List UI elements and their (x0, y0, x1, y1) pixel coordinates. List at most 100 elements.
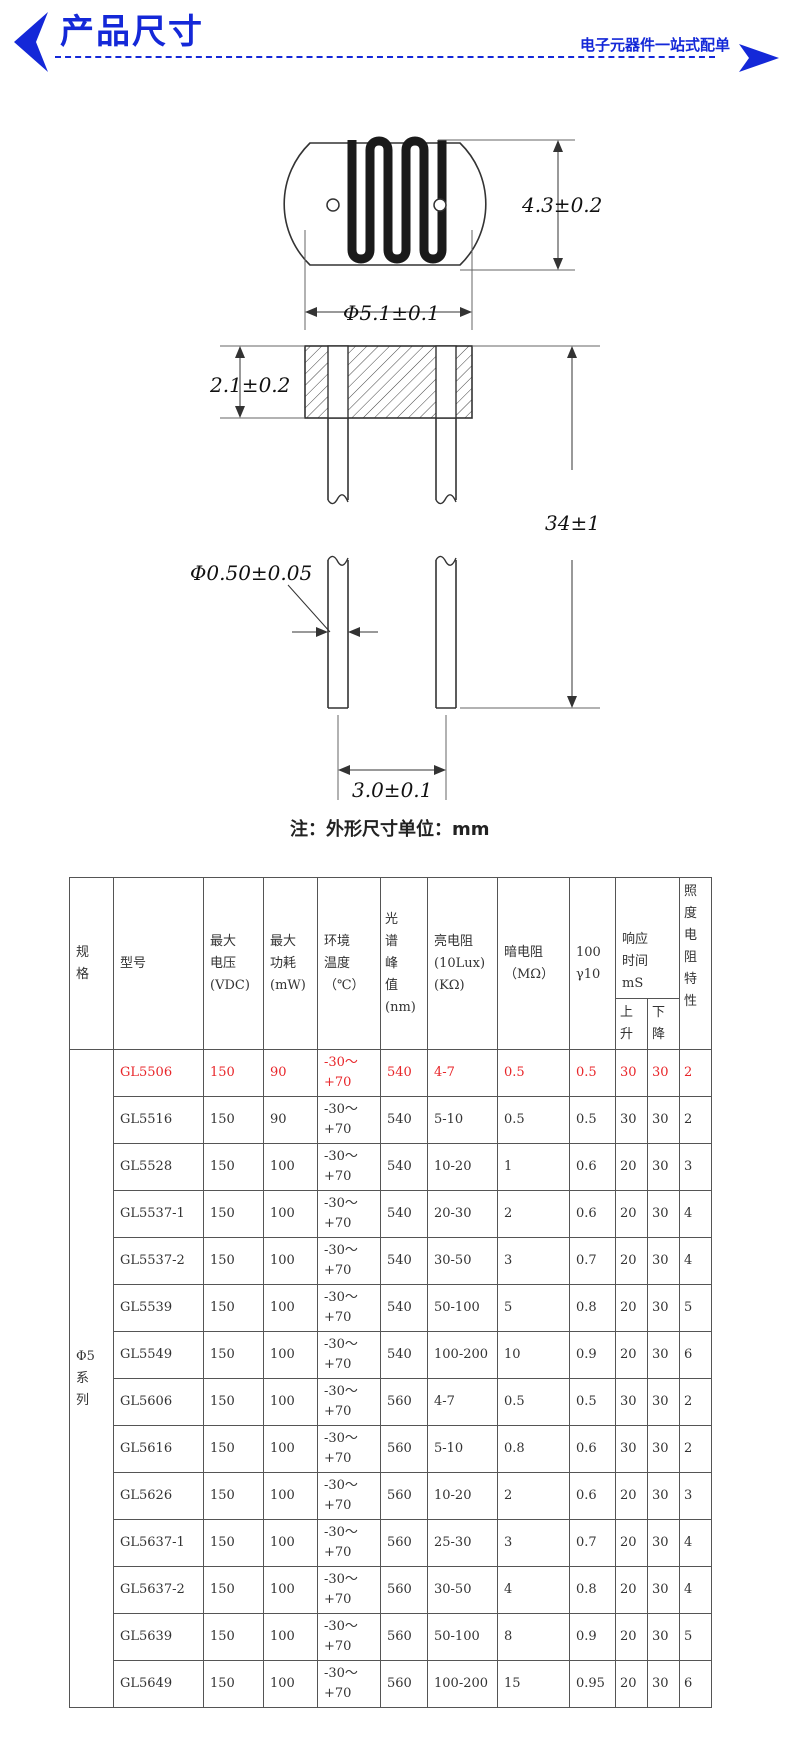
cell-voltage: 150 (203, 1096, 264, 1144)
header-model: 型号 (113, 877, 204, 1050)
cell-voltage: 150 (203, 1472, 264, 1520)
cell-temp: -30～+70 (317, 1378, 381, 1426)
cell-dark: 0.5 (497, 1378, 570, 1426)
cell-peak: 560 (380, 1613, 428, 1661)
cell-rise: 20 (615, 1660, 648, 1708)
cell-temp: -30～+70 (317, 1284, 381, 1332)
cell-model: GL5516 (113, 1096, 204, 1144)
header-max-voltage: 最大电压(VDC) (203, 877, 264, 1050)
cell-model: GL5537-2 (113, 1237, 204, 1285)
cell-model: GL5616 (113, 1425, 204, 1473)
cell-rise: 30 (615, 1049, 648, 1097)
cell-fall: 30 (647, 1190, 680, 1238)
cell-light: 5-10 (427, 1096, 498, 1144)
cell-fall: 30 (647, 1143, 680, 1191)
dim-pin-diameter: Φ0.50±0.05 (190, 561, 312, 585)
cell-power: 100 (263, 1519, 318, 1567)
right-arrow-icon (739, 44, 779, 72)
page-header: 产品尺寸 电子元器件一站式配单 (0, 0, 790, 80)
cell-power: 100 (263, 1613, 318, 1661)
table-header: 规格 型号 最大电压(VDC) 最大功耗(mW) 环境温度（℃） 光谱峰值(nm… (69, 877, 712, 1050)
cell-light: 30-50 (427, 1237, 498, 1285)
dim-diameter: Φ5.1±0.1 (343, 301, 440, 325)
cell-temp: -30～+70 (317, 1190, 381, 1238)
cell-gamma: 0.5 (569, 1049, 616, 1097)
cell-char: 4 (679, 1566, 712, 1614)
cell-peak: 560 (380, 1660, 428, 1708)
dim-pin-spacing: 3.0±0.1 (352, 778, 432, 802)
cell-rise: 20 (615, 1472, 648, 1520)
cell-peak: 540 (380, 1190, 428, 1238)
cell-peak: 540 (380, 1331, 428, 1379)
cell-peak: 540 (380, 1237, 428, 1285)
header-max-power: 最大功耗(mW) (263, 877, 318, 1050)
cell-fall: 30 (647, 1519, 680, 1567)
cell-fall: 30 (647, 1472, 680, 1520)
cell-rise: 20 (615, 1331, 648, 1379)
cell-voltage: 150 (203, 1378, 264, 1426)
cell-char: 2 (679, 1049, 712, 1097)
cell-voltage: 150 (203, 1284, 264, 1332)
cell-power: 100 (263, 1190, 318, 1238)
cell-peak: 560 (380, 1378, 428, 1426)
cell-light: 30-50 (427, 1566, 498, 1614)
cell-rise: 20 (615, 1284, 648, 1332)
cell-dark: 10 (497, 1331, 570, 1379)
cell-voltage: 150 (203, 1237, 264, 1285)
cell-gamma: 0.6 (569, 1143, 616, 1191)
cell-rise: 30 (615, 1425, 648, 1473)
cell-power: 100 (263, 1378, 318, 1426)
cell-char: 5 (679, 1613, 712, 1661)
cell-power: 100 (263, 1143, 318, 1191)
cell-gamma: 0.6 (569, 1425, 616, 1473)
cell-dark: 3 (497, 1519, 570, 1567)
header-illuminance-char: 照度电阻特性 (679, 877, 712, 1050)
cell-dark: 0.8 (497, 1425, 570, 1473)
spec-table-wrapper: 规格 型号 最大电压(VDC) 最大功耗(mW) 环境温度（℃） 光谱峰值(nm… (69, 877, 712, 1708)
cell-dark: 4 (497, 1566, 570, 1614)
cell-light: 10-20 (427, 1143, 498, 1191)
dim-body-thickness: 2.1±0.2 (209, 373, 290, 397)
cell-peak: 560 (380, 1519, 428, 1567)
cell-fall: 30 (647, 1425, 680, 1473)
cell-gamma: 0.5 (569, 1378, 616, 1426)
cell-fall: 30 (647, 1660, 680, 1708)
cell-light: 25-30 (427, 1519, 498, 1567)
cell-model: GL5528 (113, 1143, 204, 1191)
header-dark-resistance: 暗电阻（MΩ） (497, 877, 570, 1050)
cell-light: 5-10 (427, 1425, 498, 1473)
cell-model: GL5626 (113, 1472, 204, 1520)
cell-gamma: 0.95 (569, 1660, 616, 1708)
cell-light: 4-7 (427, 1378, 498, 1426)
cell-char: 5 (679, 1284, 712, 1332)
cell-char: 4 (679, 1190, 712, 1238)
cell-fall: 30 (647, 1096, 680, 1144)
cell-model: GL5637-2 (113, 1566, 204, 1614)
cell-power: 100 (263, 1237, 318, 1285)
cell-fall: 30 (647, 1566, 680, 1614)
cell-rise: 20 (615, 1190, 648, 1238)
cell-char: 3 (679, 1472, 712, 1520)
cell-temp: -30～+70 (317, 1143, 381, 1191)
header-spec: 规格 (69, 877, 114, 1050)
cell-char: 2 (679, 1425, 712, 1473)
cell-model: GL5606 (113, 1378, 204, 1426)
cell-rise: 20 (615, 1519, 648, 1567)
cell-model: GL5506 (113, 1049, 204, 1097)
cell-voltage: 150 (203, 1613, 264, 1661)
cell-fall: 30 (647, 1378, 680, 1426)
cell-dark: 8 (497, 1613, 570, 1661)
cell-light: 50-100 (427, 1613, 498, 1661)
